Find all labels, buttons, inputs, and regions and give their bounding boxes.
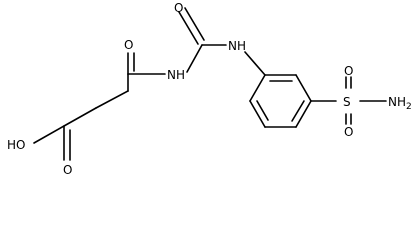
- imide-carbonyl-oxygen-label: O: [124, 38, 133, 52]
- hydroxyl-label: HO: [7, 138, 25, 152]
- aniline-nh-label: NH: [228, 39, 246, 53]
- bond-chain-2: [95, 90, 129, 109]
- sulfonamide-nh2-label: NH2: [388, 95, 412, 112]
- urea-oxygen-label: O: [174, 1, 183, 15]
- ring-edge-6: [249, 74, 266, 102]
- ring-inner-3: [256, 100, 269, 121]
- bond-nh-ring: [244, 51, 266, 76]
- bond-ho-c: [33, 125, 65, 144]
- atom-labels: HO O O NH O NH O S O NH2: [7, 1, 412, 177]
- structure-canvas: HO O O NH O NH O S O NH2: [7, 1, 412, 177]
- sulfonyl-oxygen-top-label: O: [344, 64, 353, 78]
- bond-urea-c-o-a: [178, 11, 199, 45]
- imide-nh-label: NH: [167, 68, 185, 82]
- nh2-subscript: 2: [406, 102, 412, 112]
- bond-lines: [33, 7, 387, 161]
- bond-nh-c-urea: [186, 44, 203, 73]
- bond-chain-1: [63, 107, 97, 127]
- ring-edge-5: [249, 100, 266, 128]
- molecule-diagram: HO O O NH O NH O S O NH2: [7, 1, 412, 177]
- acid-oxygen-label: O: [63, 163, 72, 177]
- sulfur-label: S: [343, 95, 351, 109]
- bond-urea-c-o-b: [184, 7, 205, 41]
- ring-edge-3: [295, 100, 312, 128]
- ring-edge-2: [295, 74, 312, 102]
- nh-text: NH: [388, 95, 406, 109]
- sulfonyl-oxygen-bottom-label: O: [344, 125, 353, 139]
- ring-inner-2: [291, 100, 305, 122]
